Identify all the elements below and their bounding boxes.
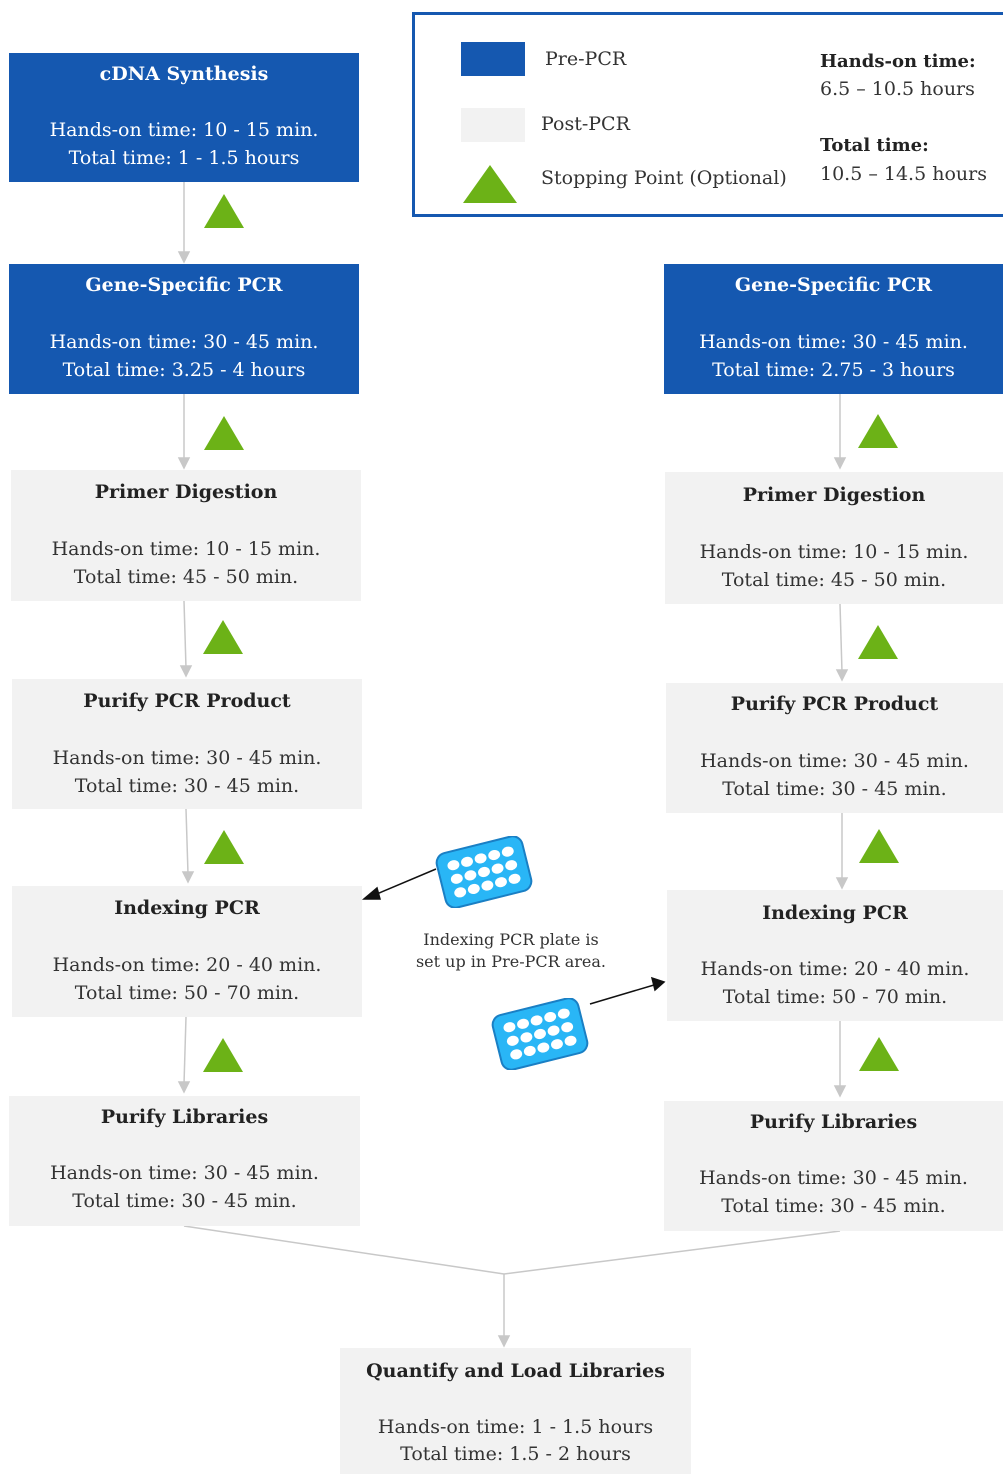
- left-primer-digestion-step: Primer Digestion Hands-on time: 10 - 15 …: [11, 470, 361, 601]
- right-indexing-pcr-step: Indexing PCR Hands-on time: 20 - 40 min.…: [667, 890, 1003, 1021]
- step-total-time: Total time: 2.75 - 3 hours: [712, 359, 955, 381]
- stopping-point-icon: [204, 830, 244, 864]
- legend-total-value: 10.5 – 14.5 hours: [820, 163, 987, 185]
- legend-stopping-point-label: Stopping Point (Optional): [541, 167, 787, 189]
- stopping-point-icon: [204, 194, 244, 228]
- step-total-time: Total time: 50 - 70 min.: [722, 986, 948, 1008]
- legend-total-label: Total time:: [820, 135, 929, 156]
- step-total-time: Total time: 3.25 - 4 hours: [62, 359, 306, 381]
- left-gene-specific-pcr-step: Gene-Specific PCR Hands-on time: 30 - 45…: [9, 264, 359, 394]
- step-hands-on-time: Hands-on time: 10 - 15 min.: [699, 541, 969, 563]
- step-total-time: Total time: 45 - 50 min.: [73, 566, 299, 588]
- stopping-point-icon: [859, 1037, 899, 1071]
- step-hands-on-time: Hands-on time: 10 - 15 min.: [51, 538, 321, 560]
- quantify-and-load-libraries-step: Quantify and Load Libraries Hands-on tim…: [340, 1348, 691, 1474]
- stopping-point-icon: [203, 1038, 243, 1072]
- legend-hands-on-label: Hands-on time:: [820, 51, 976, 72]
- right-primer-digestion-step: Primer Digestion Hands-on time: 10 - 15 …: [665, 472, 1003, 604]
- step-hands-on-time: Hands-on time: 30 - 45 min.: [699, 1167, 968, 1189]
- note-line-1: Indexing PCR plate is: [423, 930, 599, 949]
- stopping-point-icon: [204, 416, 244, 450]
- step-title: Primer Digestion: [94, 481, 278, 503]
- indexing-plate-note: Indexing PCR plate is set up in Pre-PCR …: [398, 930, 624, 971]
- step-total-time: Total time: 30 - 45 min.: [722, 778, 947, 800]
- pcr-plate-icon: [491, 998, 589, 1070]
- step-hands-on-time: Hands-on time: 20 - 40 min.: [700, 958, 970, 980]
- step-hands-on-time: Hands-on time: 10 - 15 min.: [49, 119, 319, 141]
- right-purify-pcr-product-step: Purify PCR Product Hands-on time: 30 - 4…: [666, 683, 1003, 813]
- step-title: Purify Libraries: [100, 1106, 269, 1128]
- stopping-point-icon: [858, 625, 898, 659]
- step-hands-on-time: Hands-on time: 30 - 45 min.: [699, 331, 968, 353]
- step-hands-on-time: Hands-on time: 30 - 45 min.: [50, 1162, 319, 1184]
- legend-post-pcr-swatch: [461, 108, 525, 142]
- legend-pre-pcr-swatch: [461, 42, 525, 76]
- note-line-2: set up in Pre-PCR area.: [415, 952, 607, 971]
- pcr-plate-icon: [435, 836, 533, 908]
- left-purify-libraries-step: Purify Libraries Hands-on time: 30 - 45 …: [9, 1096, 360, 1226]
- step-title: Purify PCR Product: [83, 690, 291, 712]
- legend-hands-on-value: 6.5 – 10.5 hours: [820, 78, 975, 100]
- step-title: Primer Digestion: [742, 484, 926, 506]
- legend: Pre-PCR Post-PCR Stopping Point (Optiona…: [412, 12, 1003, 217]
- step-title: Purify PCR Product: [730, 693, 939, 715]
- step-title: cDNA Synthesis: [99, 63, 269, 85]
- left-purify-pcr-product-step: Purify PCR Product Hands-on time: 30 - 4…: [12, 679, 362, 809]
- step-title: Purify Libraries: [749, 1111, 918, 1133]
- step-total-time: Total time: 30 - 45 min.: [721, 1195, 946, 1217]
- stopping-point-icon: [203, 620, 243, 654]
- step-total-time: Total time: 50 - 70 min.: [74, 982, 300, 1004]
- step-hands-on-time: Hands-on time: 30 - 45 min.: [700, 750, 969, 772]
- step-title: Quantify and Load Libraries: [366, 1360, 665, 1382]
- step-total-time: Total time: 30 - 45 min.: [74, 775, 300, 797]
- right-purify-libraries-step: Purify Libraries Hands-on time: 30 - 45 …: [664, 1101, 1003, 1231]
- step-hands-on-time: Hands-on time: 20 - 40 min.: [52, 954, 322, 976]
- left-cdna-synthesis-step: cDNA Synthesis Hands-on time: 10 - 15 mi…: [9, 53, 359, 182]
- stopping-point-icon: [858, 414, 898, 448]
- step-total-time: Total time: 45 - 50 min.: [721, 569, 947, 591]
- legend-pre-pcr-label: Pre-PCR: [545, 48, 627, 70]
- step-hands-on-time: Hands-on time: 30 - 45 min.: [52, 747, 322, 769]
- step-title: Indexing PCR: [114, 897, 260, 919]
- legend-post-pcr-label: Post-PCR: [541, 113, 630, 135]
- step-hands-on-time: Hands-on time: 1 - 1.5 hours: [377, 1416, 654, 1438]
- stopping-point-icon: [859, 829, 899, 863]
- right-gene-specific-pcr-step: Gene-Specific PCR Hands-on time: 30 - 45…: [664, 264, 1003, 394]
- step-total-time: Total time: 1 - 1.5 hours: [68, 147, 300, 169]
- step-hands-on-time: Hands-on time: 30 - 45 min.: [49, 331, 319, 353]
- step-title: Gene-Specific PCR: [734, 274, 933, 296]
- step-title: Indexing PCR: [762, 902, 908, 924]
- stopping-point-icon: [463, 165, 517, 203]
- left-indexing-pcr-step: Indexing PCR Hands-on time: 20 - 40 min.…: [12, 886, 362, 1017]
- step-title: Gene-Specific PCR: [85, 274, 283, 296]
- step-total-time: Total time: 1.5 - 2 hours: [400, 1443, 631, 1465]
- step-total-time: Total time: 30 - 45 min.: [72, 1190, 297, 1212]
